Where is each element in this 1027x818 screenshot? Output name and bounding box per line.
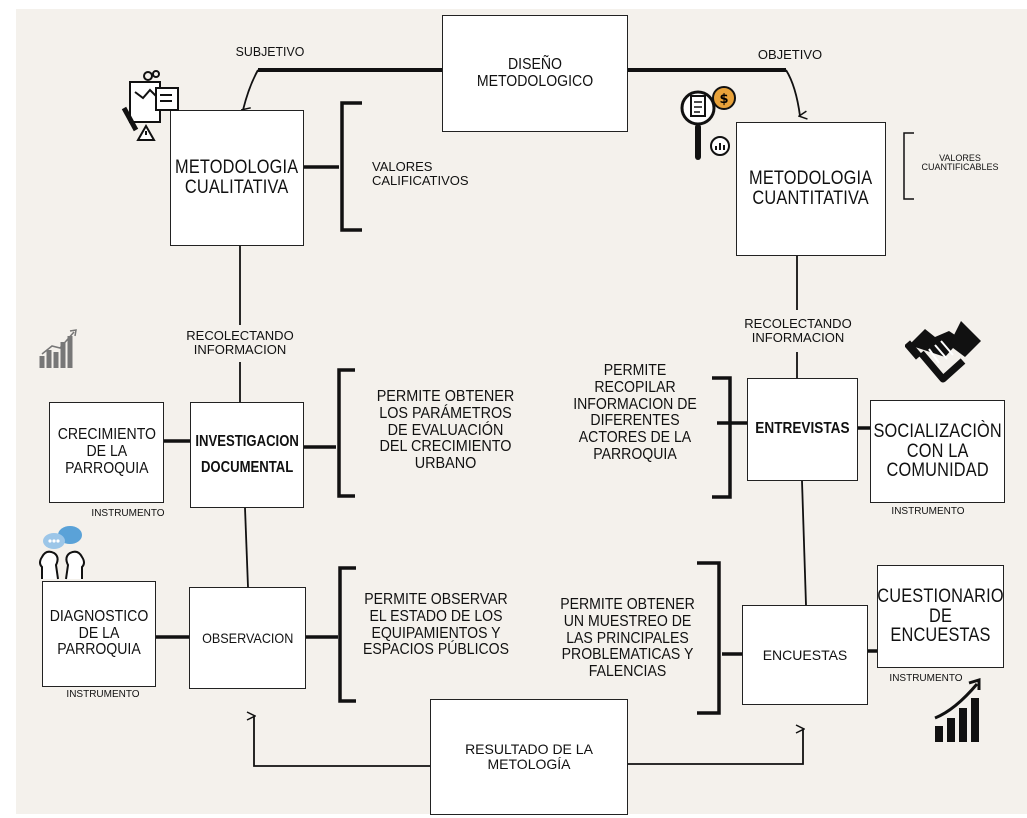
quantitative-box: METODOLOGIA CUANTITATIVA xyxy=(736,122,886,256)
qualitative-title: METODOLOGIA CUALITATIVA xyxy=(175,157,299,198)
diagnostic-title: DIAGNOSTICO DE LA PARROQUIA xyxy=(49,607,149,659)
quant-values-label: VALORES CUANTIFICABLES xyxy=(921,153,999,173)
growth-title: CRECIMIENTO DE LA PARROQUIA xyxy=(57,426,156,477)
soc-instrument: INSTRUMENTO xyxy=(891,506,965,517)
survey-desc: PERMITE OBTENER UN MUESTREO DE LAS PRINC… xyxy=(560,596,695,681)
svg-text:$: $ xyxy=(719,92,728,107)
document-analysis-icon xyxy=(121,70,179,141)
bracket-interviews xyxy=(712,376,732,499)
quest-instrument: INSTRUMENTO xyxy=(889,673,963,684)
arrow-subjective xyxy=(243,69,259,110)
interviews-title: ENTREVISTAS xyxy=(755,420,850,438)
doc-research-title: INVESTIGACION DOCUMENTAL xyxy=(195,433,299,476)
quant-collect-label: RECOLECTANDO INFORMACION xyxy=(744,316,852,345)
rising-bars-icon xyxy=(934,678,981,742)
obs-desc: PERMITE OBSERVAR EL ESTADO DE LOS EQUIPA… xyxy=(362,591,510,659)
questionnaire-box: CUESTIONARIO DE ENCUESTAS xyxy=(877,565,1004,668)
quantitative-title: METODOLOGIA CUANTITATIVA xyxy=(749,168,873,209)
qual-collect-label: RECOLECTANDO INFORMACION xyxy=(186,328,294,357)
socialization-title: SOCIALIZACIÒN CON LA COMUNIDAD xyxy=(873,420,1002,482)
design-label: DISEÑO METODOLOGICO xyxy=(476,55,594,90)
int-desc: PERMITE RECOPILAR INFORMACION DE DIFEREN… xyxy=(573,362,697,463)
subjective-label: SUBJETIVO xyxy=(235,44,305,59)
surveys-box: ENCUESTAS xyxy=(742,605,868,705)
socialization-box: SOCIALIZACIÒN CON LA COMUNIDAD xyxy=(870,400,1005,503)
qualitative-box: METODOLOGIA CUALITATIVA xyxy=(170,110,304,246)
result-title: RESULTADO DE LA METOLOGÍA xyxy=(465,741,593,772)
doc-research-box: INVESTIGACION DOCUMENTAL xyxy=(190,402,304,508)
doc-desc: PERMITE OBTENER LOS PARÁMETROS DE EVALUA… xyxy=(376,388,515,473)
arrow-result-left xyxy=(254,716,430,767)
bracket-qual-values xyxy=(340,101,362,232)
growth-box: CRECIMIENTO DE LA PARROQUIA xyxy=(49,402,164,503)
observation-box: OBSERVACION xyxy=(189,587,306,689)
bracket-surveys xyxy=(697,561,721,715)
magnifier-finance-icon: $ xyxy=(680,86,736,160)
result-box: RESULTADO DE LA METOLOGÍA xyxy=(430,699,628,815)
qual-values-label: VALORES CALIFICATIVOS xyxy=(372,159,469,188)
bracket-doc xyxy=(337,368,355,498)
line-interviews-to-surveys xyxy=(801,480,807,606)
arrow-objective xyxy=(785,69,800,116)
diag-instrument: INSTRUMENTO xyxy=(66,689,140,700)
design-box: DISEÑO METODOLOGICO xyxy=(442,15,628,132)
interviews-box: ENTREVISTAS xyxy=(747,378,858,481)
surveys-title: ENCUESTAS xyxy=(762,646,848,663)
line-doc-to-obs xyxy=(244,507,249,588)
objective-label: OBJETIVO xyxy=(757,47,823,62)
handshake-icon xyxy=(905,321,981,383)
observation-title: OBSERVACION xyxy=(201,629,294,646)
bracket-quant-values xyxy=(903,132,914,200)
dialogue-heads-icon xyxy=(39,526,85,580)
arrow-result-right xyxy=(628,729,803,765)
bracket-obs xyxy=(338,566,356,703)
diagnostic-box: DIAGNOSTICO DE LA PARROQUIA xyxy=(42,581,156,687)
questionnaire-title: CUESTIONARIO DE ENCUESTAS xyxy=(877,585,1004,647)
growth-chart-icon xyxy=(39,329,77,368)
growth-instrument: INSTRUMENTO xyxy=(91,508,165,519)
